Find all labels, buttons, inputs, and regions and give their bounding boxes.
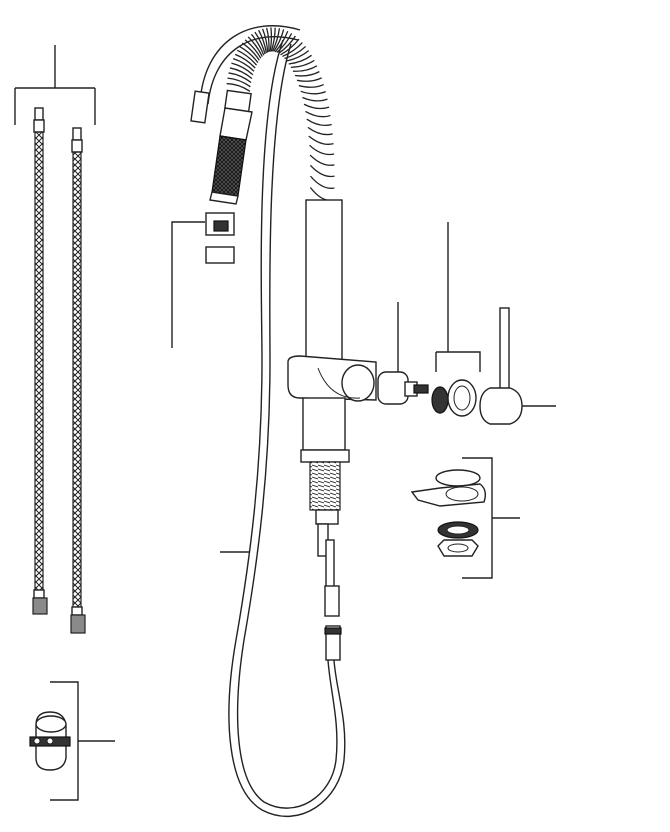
coil-turn — [229, 67, 253, 79]
mounting-kit — [410, 457, 520, 579]
seal-kit — [431, 222, 481, 417]
coil-turn — [237, 49, 258, 66]
coil-turn — [232, 58, 255, 72]
coil-turn — [309, 154, 335, 166]
coil-turn — [239, 46, 259, 63]
coil-turn — [290, 59, 315, 69]
coil-turn — [270, 27, 276, 52]
coil-turn — [309, 144, 335, 156]
callout-bracket — [50, 681, 115, 801]
hose-nut-bottom — [32, 597, 48, 615]
callout-bracket — [14, 45, 96, 125]
callout-bracket — [462, 457, 520, 579]
hose-fitting-top — [72, 127, 82, 141]
coil-turn — [303, 103, 330, 110]
hose-fitting-top — [34, 107, 44, 121]
faucet-body — [287, 199, 377, 617]
coil-turn — [250, 33, 265, 56]
coil-turn — [308, 135, 334, 145]
aerator-set — [171, 212, 235, 348]
coil-turn — [278, 35, 296, 54]
coil-turn — [310, 175, 335, 189]
coil-turn — [276, 33, 293, 54]
spring-spout — [226, 27, 335, 202]
coil-turn — [231, 62, 254, 76]
supply-hoses — [14, 45, 96, 634]
coil-turn — [226, 82, 251, 92]
callout-bracket — [171, 221, 205, 348]
coil-turn — [282, 42, 303, 58]
coil-turn — [227, 77, 251, 88]
coil-turn — [247, 36, 263, 57]
coil-turn — [273, 29, 285, 52]
hose-weight — [29, 681, 115, 801]
braided-hose — [72, 151, 82, 608]
coil-turn — [261, 28, 269, 53]
lever-handle — [479, 307, 556, 425]
coil-turn — [298, 83, 325, 88]
cartridge — [377, 302, 429, 405]
coil-turn — [292, 65, 318, 72]
hose-nut-bottom — [70, 614, 86, 634]
coil-turn — [266, 27, 270, 52]
coil-turn — [286, 50, 310, 62]
spray-head — [190, 25, 301, 205]
coil-turn — [309, 187, 335, 202]
coil-turn — [306, 118, 332, 127]
coil-turn — [280, 38, 300, 56]
coil-turn — [234, 53, 256, 69]
coil-turn — [296, 77, 322, 82]
coil-turn — [288, 54, 312, 65]
pull-out-hose — [220, 39, 346, 817]
callout-bracket — [435, 222, 481, 372]
coil-turn — [294, 71, 320, 77]
coil-turn — [258, 29, 268, 54]
coil-turn — [241, 42, 260, 61]
braided-hose — [34, 131, 44, 591]
coil-turn — [269, 27, 273, 52]
coil-turn — [228, 72, 252, 84]
coil-turn — [305, 110, 331, 118]
coil-turn — [300, 90, 326, 95]
coil-turn — [302, 96, 328, 102]
coil-turn — [244, 39, 262, 59]
coil-turn — [309, 164, 335, 178]
coil-turn — [307, 126, 333, 136]
coil-turn — [254, 31, 266, 55]
coil-turn — [271, 28, 281, 52]
